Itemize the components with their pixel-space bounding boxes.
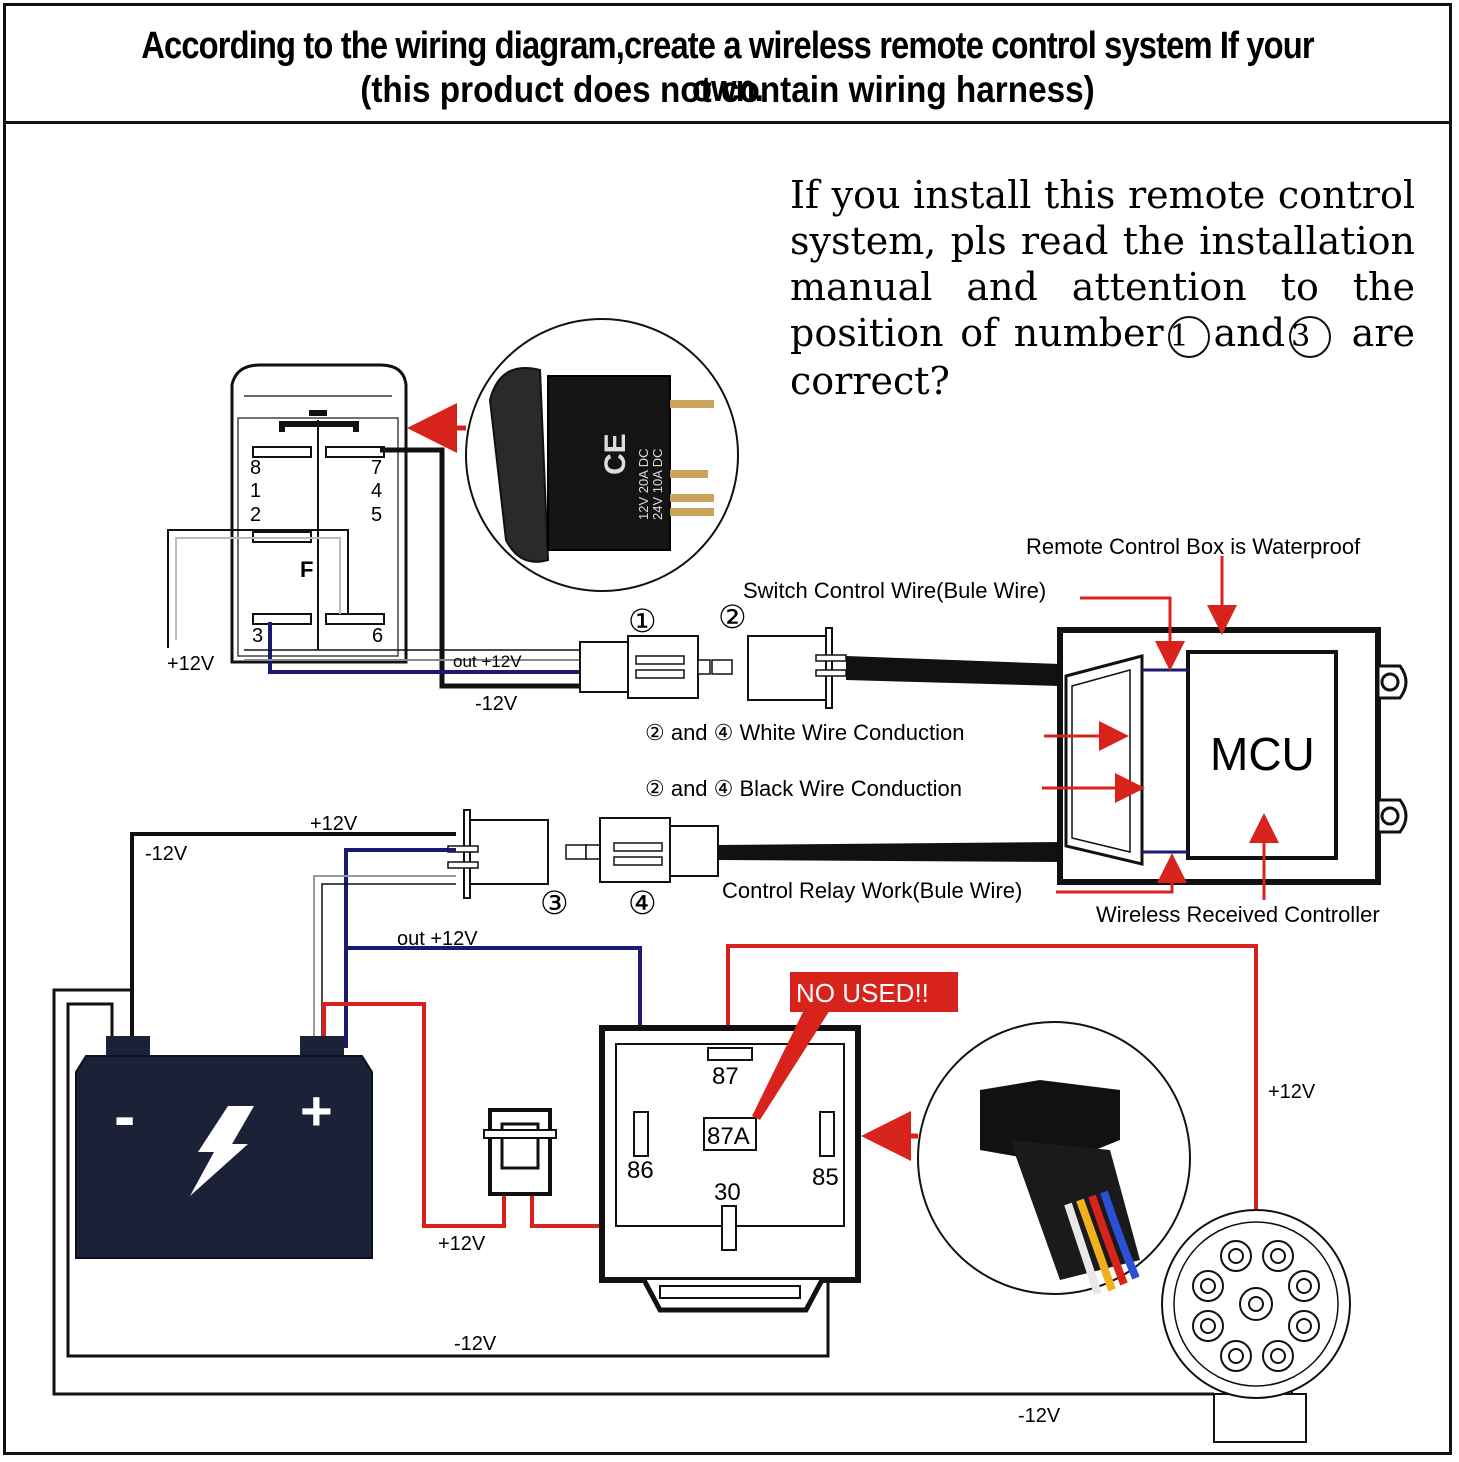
relay-harness-wires: +12V -12V out +12V <box>130 813 642 1112</box>
connector-3-label: ③ <box>540 885 569 921</box>
rocker-switch-diagram: 8 1 2 7 4 5 3 6 F +12V <box>167 363 408 675</box>
wireless-controller-label: Wireless Received Controller <box>1096 902 1380 927</box>
relay-pin-87: 87 <box>712 1063 739 1090</box>
no-used-label: NO USED!! <box>796 978 929 1008</box>
installation-note: If you install this remote control syste… <box>790 172 1415 404</box>
pin-f: F <box>300 557 313 582</box>
no-used-callout: NO USED!! <box>752 972 958 1120</box>
switch-plus-12v: +12V <box>167 653 215 675</box>
outer-frame <box>3 3 1452 1455</box>
bottom-minus-12v-lamp: -12V <box>1018 1405 1061 1427</box>
pin-2: 2 <box>250 504 261 526</box>
remote-box-label: Remote Control Box is Waterproof <box>1026 534 1361 559</box>
connector-4-label: ④ <box>628 885 657 921</box>
relay-pin-85: 85 <box>812 1164 839 1191</box>
pin-6: 6 <box>372 625 383 647</box>
note-text-before: If you install this remote control syste… <box>790 173 1415 355</box>
pin-7: 7 <box>371 457 382 479</box>
switch-wire-label: Switch Control Wire(Bule Wire) <box>743 578 1046 603</box>
header: According to the wiring diagram,create a… <box>3 3 1452 124</box>
connector-3-4: ③ ④ <box>447 809 719 921</box>
fuse-plus-12v: +12V <box>438 1233 486 1255</box>
switch-out-12v: out +12V <box>453 652 522 671</box>
relay-pin-87a: 87A <box>707 1123 750 1150</box>
lightning-icon <box>190 1106 254 1196</box>
black-wire-label: ② and ④ Black Wire Conduction <box>645 776 962 801</box>
header-subtitle: (this product does not contain wiring ha… <box>360 69 1095 110</box>
note-text-after: are correct? <box>790 311 1415 403</box>
battery-minus-sign: - <box>114 1080 135 1152</box>
header-title: According to the wiring diagram,create a… <box>141 25 1314 110</box>
ground-wires: -12V -12V <box>52 988 1214 1427</box>
connector-2-label: ② <box>718 599 747 635</box>
left-minus-12v: -12V <box>145 843 188 865</box>
rating-line-1: 12V 20A DC <box>636 448 651 520</box>
top-plus-12v: +12V <box>310 813 358 835</box>
battery-plus-sign: + <box>300 1079 333 1142</box>
switch-photo: CE 12V 20A DC 24V 10A DC <box>465 318 739 592</box>
fuse-holder <box>483 1108 557 1196</box>
white-wire-label: ② and ④ White Wire Conduction <box>645 720 964 745</box>
ce-mark: CE <box>599 433 632 475</box>
relay-wire-label: Control Relay Work(Bule Wire) <box>722 878 1022 903</box>
relay-pin-86: 86 <box>627 1157 654 1184</box>
pin-1: 1 <box>250 480 261 502</box>
pin-4: 4 <box>371 480 382 502</box>
pin-3: 3 <box>252 625 263 647</box>
relay: 87 87A 86 85 30 <box>599 1025 861 1313</box>
lamp-plus-12v: +12V <box>1268 1081 1316 1103</box>
top-cable <box>846 656 1060 686</box>
switch-minus-12v: -12V <box>475 693 518 715</box>
note-number-3: 3 <box>1289 315 1332 358</box>
bottom-cable <box>718 842 1062 862</box>
note-number-1: 1 <box>1167 315 1210 358</box>
connector-1-label: ① <box>628 603 657 639</box>
mcu-label: MCU <box>1210 728 1315 780</box>
mcu-callouts: Remote Control Box is Waterproof Switch … <box>645 534 1380 927</box>
connector-1-2: ① ② <box>579 599 847 709</box>
note-mid: and <box>1213 311 1286 355</box>
battery: - + <box>75 1036 373 1259</box>
remote-control-box: MCU <box>1057 627 1408 885</box>
work-lamp <box>1161 1209 1351 1443</box>
pin-8: 8 <box>250 457 261 479</box>
bottom-minus-12v-relay: -12V <box>454 1333 497 1355</box>
relay-out-12v: out +12V <box>397 928 478 950</box>
relay-photo <box>917 1021 1191 1296</box>
relay-pin-30: 30 <box>714 1179 741 1206</box>
pin-5: 5 <box>371 504 382 526</box>
rating-line-2: 24V 10A DC <box>650 448 665 520</box>
